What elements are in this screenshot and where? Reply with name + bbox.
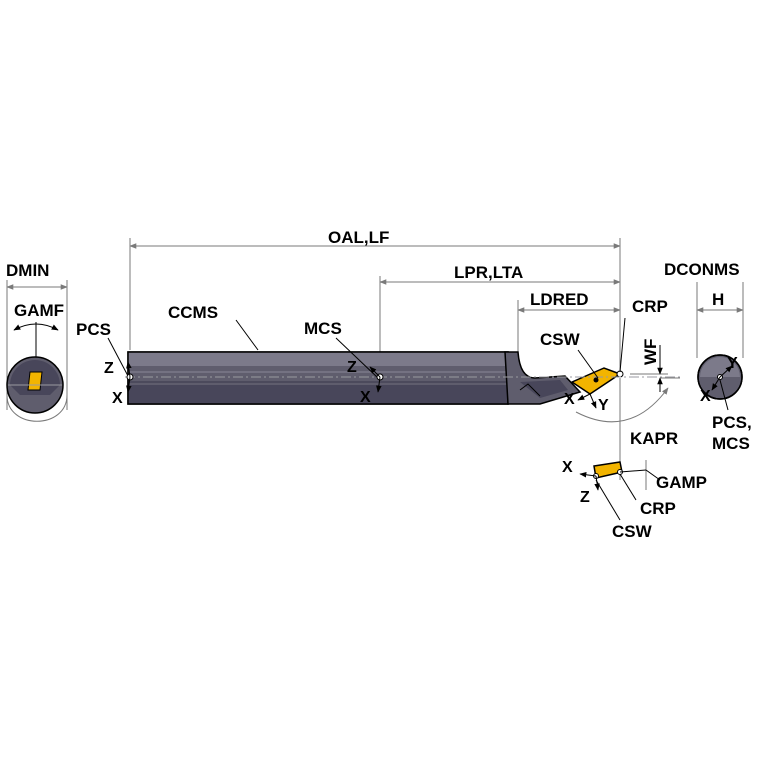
kapr-arc [575,387,669,423]
axis-x-detail: X [562,459,573,476]
label-ldred: LDRED [530,290,589,309]
label-wf: WF [641,339,660,365]
label-ccms: CCMS [168,303,218,322]
label-pcs: PCS [76,320,111,339]
label-dmin: DMIN [6,261,49,280]
axis-x-insert: X [564,391,575,408]
axis-z-pcs: Z [104,360,114,377]
end-insert [27,371,43,391]
label-pcs-mcs-line1: PCS, [712,413,752,432]
axis-z-mcs: Z [347,359,357,376]
tool-shank: OAL,LF LPR,LTA LDRED CRP CSW WF KAPR PCS… [76,228,680,448]
label-gamp: GAMP [656,473,707,492]
label-csw-detail: CSW [612,522,653,541]
left-end-view: DMIN GAMF [6,261,68,422]
label-gamf: GAMF [14,301,64,320]
label-oal-lf: OAL,LF [328,228,389,247]
label-crp-detail: CRP [640,499,676,518]
label-pcs-mcs-line2: MCS [712,434,750,453]
axis-x-pcs: X [112,390,123,407]
label-crp: CRP [632,297,668,316]
axis-y-end: Y [727,355,738,372]
label-dconms: DCONMS [664,260,740,279]
axis-x-mcs: X [360,389,371,406]
label-lpr-lta: LPR,LTA [454,263,523,282]
axis-y-insert: Y [598,397,609,414]
right-end-view: DCONMS H Y X PCS, MCS [664,260,752,453]
label-csw: CSW [540,330,581,349]
label-kapr: KAPR [630,429,678,448]
insert-detail-view: X Z GAMP CRP CSW [562,378,707,541]
label-h: H [712,290,724,309]
axis-z-detail: Z [580,489,590,506]
axis-x-end: X [700,388,711,405]
label-mcs: MCS [304,319,342,338]
